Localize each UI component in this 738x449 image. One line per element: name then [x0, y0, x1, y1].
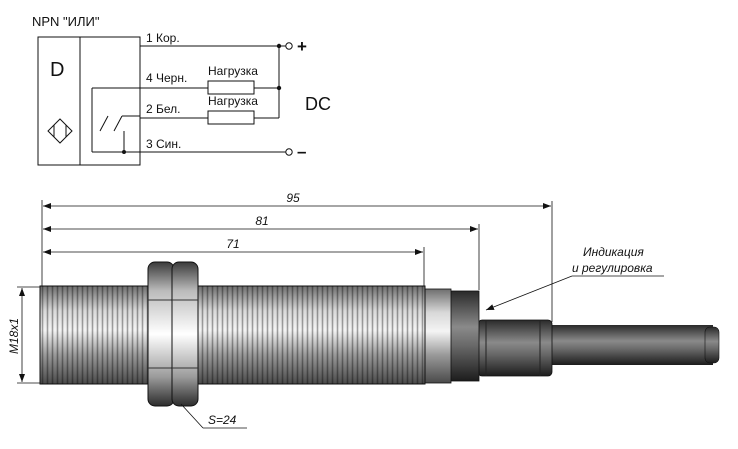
- inductive-sensor-icon: [47, 118, 73, 144]
- minus-terminal: [285, 148, 293, 156]
- supply-label: DC: [305, 94, 331, 114]
- cable-end: [704, 326, 720, 364]
- plus-sign: +: [297, 37, 307, 56]
- sensor-box: [37, 36, 141, 166]
- wire-2-label: 2 Бел.: [146, 102, 181, 116]
- callouts: Индикация и регулировка S=24: [180, 245, 664, 429]
- minus-sign: –: [297, 142, 306, 161]
- dimensions: 95 81 71 M18x1: [7, 191, 553, 384]
- wire-1-label: 1 Кор.: [146, 31, 180, 45]
- cable-gland: [477, 319, 553, 377]
- dim-71-value: 71: [226, 237, 239, 251]
- nut-left: [147, 261, 175, 407]
- callout-line2: и регулировка: [572, 261, 653, 275]
- thread-label: M18x1: [7, 318, 21, 354]
- switch-icon: [91, 87, 140, 154]
- nut-right: [171, 261, 199, 407]
- sensor-letter: D: [50, 59, 64, 81]
- dim-95-value: 95: [286, 191, 300, 205]
- load-1-label: Нагрузка: [208, 64, 258, 78]
- load-2-label: Нагрузка: [208, 94, 258, 108]
- cable: [550, 325, 713, 365]
- dim-81-value: 81: [255, 214, 268, 228]
- load-1: [207, 80, 255, 95]
- indicator-cap: [448, 290, 480, 382]
- wiring-schematic: NPN "ИЛИ" D 1 Кор. 4 Черн. На: [32, 14, 331, 166]
- load-2: [207, 110, 255, 125]
- plus-terminal: [285, 42, 293, 50]
- wire-4-label: 4 Черн.: [146, 71, 187, 85]
- callout-line1: Индикация: [583, 245, 644, 259]
- schematic-title: NPN "ИЛИ": [32, 14, 100, 29]
- wrench-label: S=24: [208, 413, 237, 427]
- collar: [423, 288, 452, 384]
- sensor-body: [39, 261, 720, 407]
- wire-3-label: 3 Син.: [146, 137, 181, 151]
